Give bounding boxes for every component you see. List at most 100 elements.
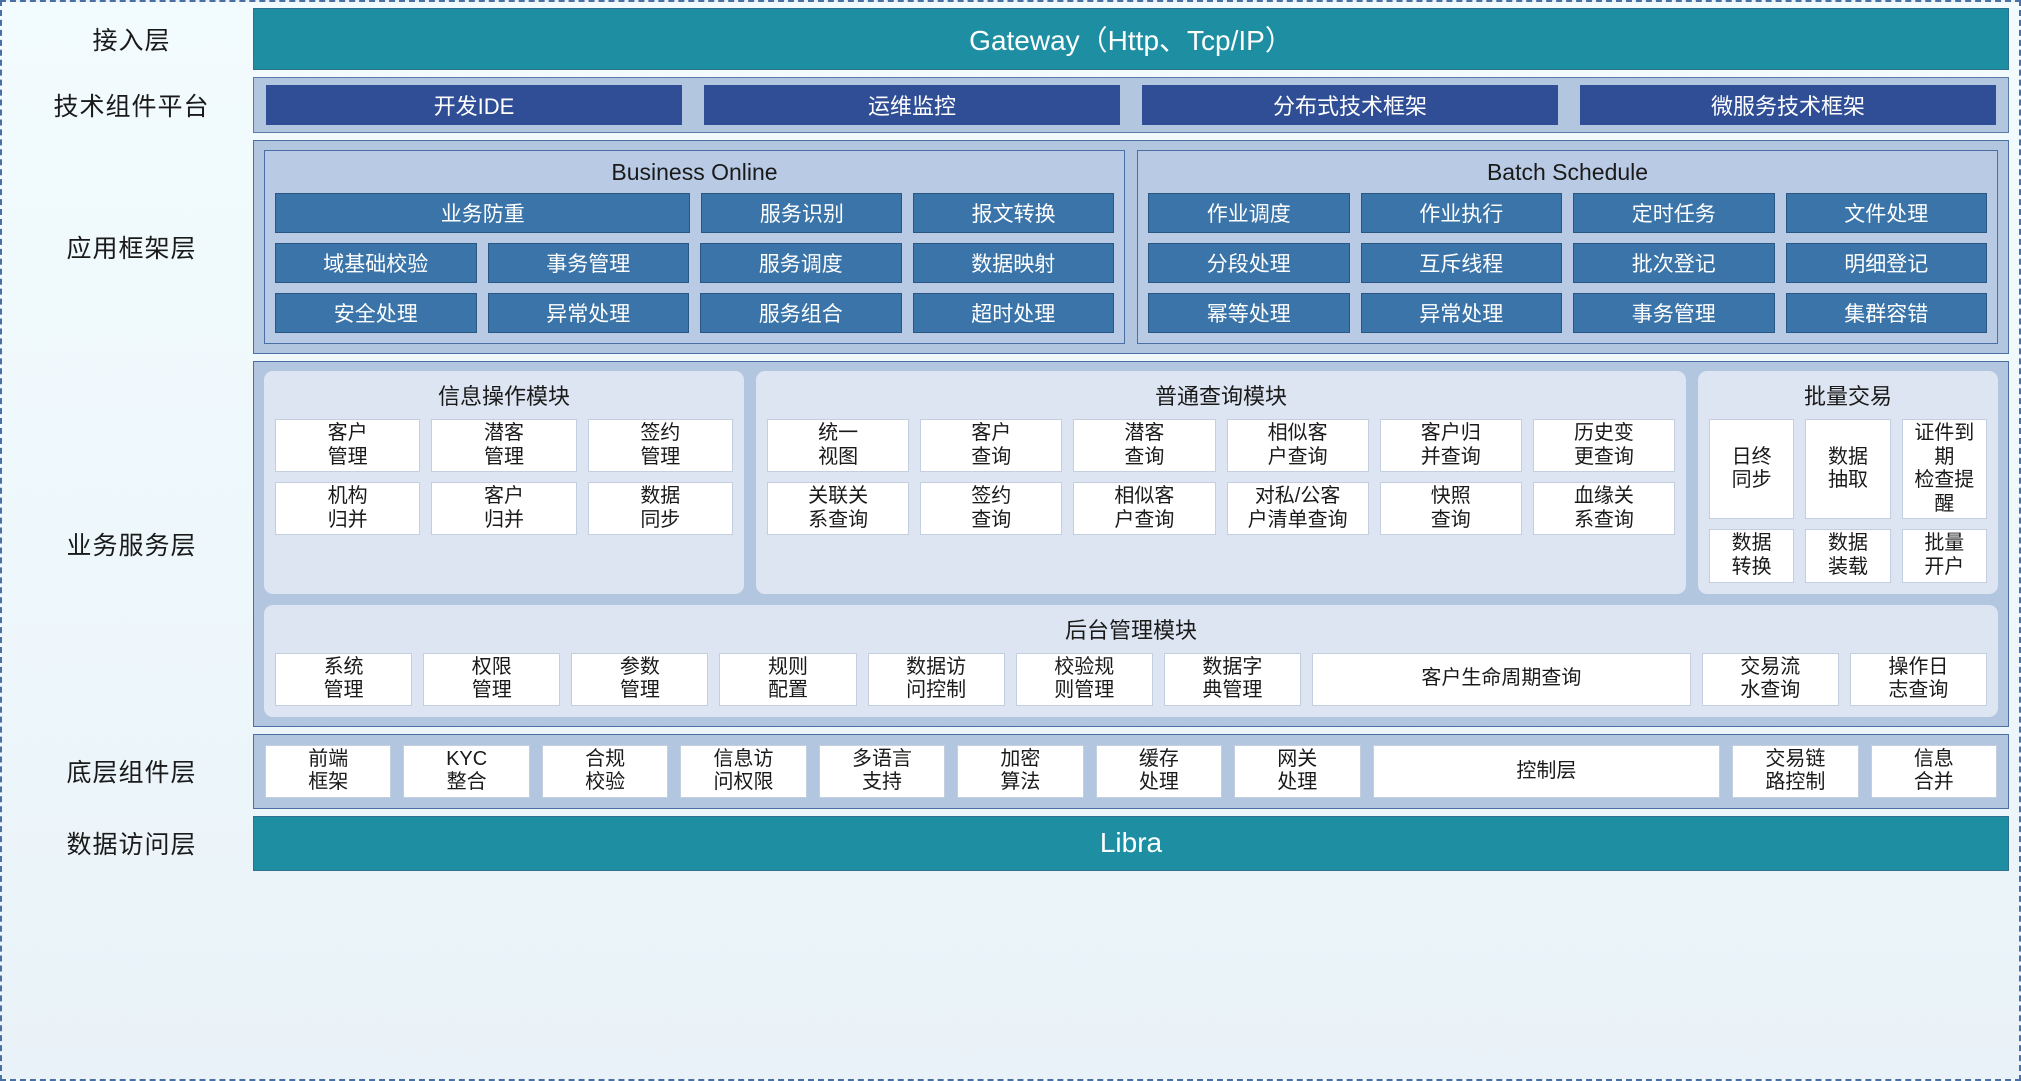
cell-file-processing[interactable]: 文件处理 [1785, 193, 1987, 233]
cell-org-merge[interactable]: 机构归并 [275, 482, 421, 536]
cell-cluster-fault-tolerance[interactable]: 集群容错 [1785, 293, 1987, 333]
layer-label-base-component: 底层组件层 [66, 759, 197, 788]
card-batch-transaction: 批量交易 日终同步 数据抽取 证件到期检查提醒 数据转换 数据装载 批量开户 [1698, 371, 1998, 594]
cell-anti-duplicate[interactable]: 业务防重 [275, 193, 691, 233]
gateway-bar[interactable]: Gateway（Http、Tcp/IP） [253, 8, 2009, 70]
cell-security-processing[interactable]: 安全处理 [275, 293, 477, 333]
cell-data-extract[interactable]: 数据抽取 [1805, 419, 1891, 520]
layer-body-business-service: 信息操作模块 客户管理 潜客管理 签约管理 机构归并 客户归并 数据同步 [253, 361, 2009, 727]
cell-service-identify[interactable]: 服务识别 [701, 193, 903, 233]
cell-batch-account-open[interactable]: 批量开户 [1901, 529, 1987, 583]
tech-platform-panel: 开发IDE 运维监控 分布式技术框架 微服务技术框架 [253, 77, 2009, 133]
cell-compliance-check[interactable]: 合规校验 [541, 744, 669, 798]
layer-body-app-framework: Business Online 业务防重 服务识别 报文转换 域基础校验 事务管… [253, 140, 2009, 354]
batch-schedule-row-1: 作业调度 作业执行 定时任务 文件处理 [1148, 193, 1987, 233]
cell-cache-processing[interactable]: 缓存处理 [1095, 744, 1223, 798]
common-query-row-2: 关联关系查询 签约查询 相似客户查询 对私/公客户清单查询 快照查询 血缘关系查… [767, 482, 1676, 536]
cell-contract-query[interactable]: 签约查询 [920, 482, 1063, 536]
tech-chip-microservice-framework[interactable]: 微服务技术框架 [1580, 85, 1996, 125]
cell-rule-config[interactable]: 规则配置 [719, 652, 857, 706]
cell-customer-merge[interactable]: 客户归并 [431, 482, 577, 536]
cell-permission-mgmt[interactable]: 权限管理 [423, 652, 561, 706]
cell-eod-sync[interactable]: 日终同步 [1709, 419, 1795, 520]
cell-exception-handling-online[interactable]: 异常处理 [487, 293, 689, 333]
cell-data-dictionary-mgmt[interactable]: 数据字典管理 [1163, 652, 1301, 706]
tech-chip-ops-monitor[interactable]: 运维监控 [704, 85, 1120, 125]
cell-transaction-flow-query[interactable]: 交易流水查询 [1701, 652, 1839, 706]
cell-transaction-link-control[interactable]: 交易链路控制 [1732, 744, 1859, 798]
layer-label-app-framework: 应用框架层 [66, 235, 197, 263]
cell-timeout-handling[interactable]: 超时处理 [912, 293, 1114, 333]
cell-parameter-mgmt[interactable]: 参数管理 [571, 652, 709, 706]
app-framework-panel: Business Online 业务防重 服务识别 报文转换 域基础校验 事务管… [253, 140, 2009, 354]
cell-info-access-permission[interactable]: 信息访问权限 [680, 744, 807, 798]
cell-info-merge[interactable]: 信息合并 [1870, 744, 1998, 798]
cell-similar-customer-query-2[interactable]: 相似客户查询 [1073, 482, 1216, 536]
cell-relation-query[interactable]: 关联关系查询 [767, 482, 910, 536]
cell-message-transform[interactable]: 报文转换 [913, 193, 1115, 233]
layer-app-framework: 应用框架层 Business Online 业务防重 服务识别 报文转换 域基础… [10, 140, 2009, 354]
cell-system-mgmt[interactable]: 系统管理 [275, 652, 413, 706]
libra-bar[interactable]: Libra [253, 815, 2009, 871]
cell-segment-processing[interactable]: 分段处理 [1148, 243, 1350, 283]
cell-customer-merge-query[interactable]: 客户归并查询 [1379, 419, 1522, 473]
cell-id-expiry-reminder[interactable]: 证件到期检查提醒 [1901, 419, 1987, 520]
card-title-common-query: 普通查询模块 [1154, 384, 1287, 409]
cell-data-transform[interactable]: 数据转换 [1709, 529, 1795, 583]
layer-label-data-access: 数据访问层 [66, 831, 197, 860]
cell-transaction-mgmt[interactable]: 事务管理 [487, 243, 689, 283]
batch-schedule-row-3: 幂等处理 异常处理 事务管理 集群容错 [1148, 293, 1987, 333]
cell-domain-validation[interactable]: 域基础校验 [275, 243, 477, 283]
cell-customer-query[interactable]: 客户查询 [920, 419, 1063, 473]
cell-encryption-algorithm[interactable]: 加密算法 [957, 744, 1084, 798]
tech-chip-ide[interactable]: 开发IDE [266, 85, 682, 125]
cell-contract-mgmt[interactable]: 签约管理 [587, 419, 733, 473]
group-title-batch-schedule: Batch Schedule [1486, 159, 1649, 185]
tech-chip-distributed-framework[interactable]: 分布式技术框架 [1142, 85, 1558, 125]
layer-access: 接入层 Gateway（Http、Tcp/IP） [10, 8, 2009, 70]
card-common-query: 普通查询模块 统一视图 客户查询 潜客查询 相似客户查询 客户归并查询 历史变更… [756, 371, 1686, 594]
card-title-info-operation: 信息操作模块 [437, 384, 570, 409]
cell-transaction-mgmt-batch[interactable]: 事务管理 [1573, 293, 1775, 333]
cell-detail-registration[interactable]: 明细登记 [1785, 243, 1987, 283]
cell-customer-mgmt[interactable]: 客户管理 [275, 419, 421, 473]
cell-unified-view[interactable]: 统一视图 [767, 419, 910, 473]
cell-exception-handling-batch[interactable]: 异常处理 [1360, 293, 1562, 333]
cell-similar-customer-query[interactable]: 相似客户查询 [1226, 419, 1369, 473]
cell-lineage-query[interactable]: 血缘关系查询 [1532, 482, 1676, 536]
layer-label-tech-platform: 技术组件平台 [53, 93, 210, 121]
cell-batch-registration[interactable]: 批次登记 [1573, 243, 1775, 283]
cell-gateway-processing[interactable]: 网关处理 [1234, 744, 1361, 798]
cell-idempotent-processing[interactable]: 幂等处理 [1148, 293, 1350, 333]
layer-data-access: 数据访问层 Libra [10, 815, 2009, 871]
cell-service-dispatch[interactable]: 服务调度 [700, 243, 902, 283]
cell-data-mapping[interactable]: 数据映射 [912, 243, 1114, 283]
cell-operation-log-query[interactable]: 操作日志查询 [1849, 652, 1987, 706]
cell-service-composition[interactable]: 服务组合 [700, 293, 902, 333]
cell-snapshot-query[interactable]: 快照查询 [1379, 482, 1522, 536]
cell-prospect-mgmt[interactable]: 潜客管理 [431, 419, 577, 473]
cell-history-change-query[interactable]: 历史变更查询 [1532, 419, 1676, 473]
card-info-operation: 信息操作模块 客户管理 潜客管理 签约管理 机构归并 客户归并 数据同步 [264, 371, 744, 594]
cell-retail-corporate-list-query[interactable]: 对私/公客户清单查询 [1226, 482, 1369, 536]
cell-prospect-query[interactable]: 潜客查询 [1073, 419, 1216, 473]
cell-mutex-thread[interactable]: 互斥线程 [1360, 243, 1562, 283]
cell-data-sync[interactable]: 数据同步 [587, 482, 733, 536]
cell-job-execution[interactable]: 作业执行 [1360, 193, 1562, 233]
cell-control-layer[interactable]: 控制层 [1372, 744, 1721, 798]
cell-frontend-framework[interactable]: 前端框架 [265, 744, 392, 798]
layer-label-access: 接入层 [92, 27, 171, 55]
cell-multilanguage-support[interactable]: 多语言支持 [818, 744, 946, 798]
layer-body-tech-platform: 开发IDE 运维监控 分布式技术框架 微服务技术框架 [253, 77, 2009, 133]
cell-data-access-control[interactable]: 数据访问控制 [867, 652, 1005, 706]
cell-job-scheduling[interactable]: 作业调度 [1148, 193, 1350, 233]
cell-scheduled-task[interactable]: 定时任务 [1573, 193, 1775, 233]
card-title-backoffice-management: 后台管理模块 [1064, 617, 1197, 643]
cell-customer-lifecycle-query[interactable]: 客户生命周期查询 [1311, 652, 1691, 706]
batch-transaction-row-2: 数据转换 数据装载 批量开户 [1709, 529, 1987, 583]
cell-data-load[interactable]: 数据装载 [1805, 529, 1891, 583]
cell-validation-rule-mgmt[interactable]: 校验规则管理 [1015, 652, 1153, 706]
